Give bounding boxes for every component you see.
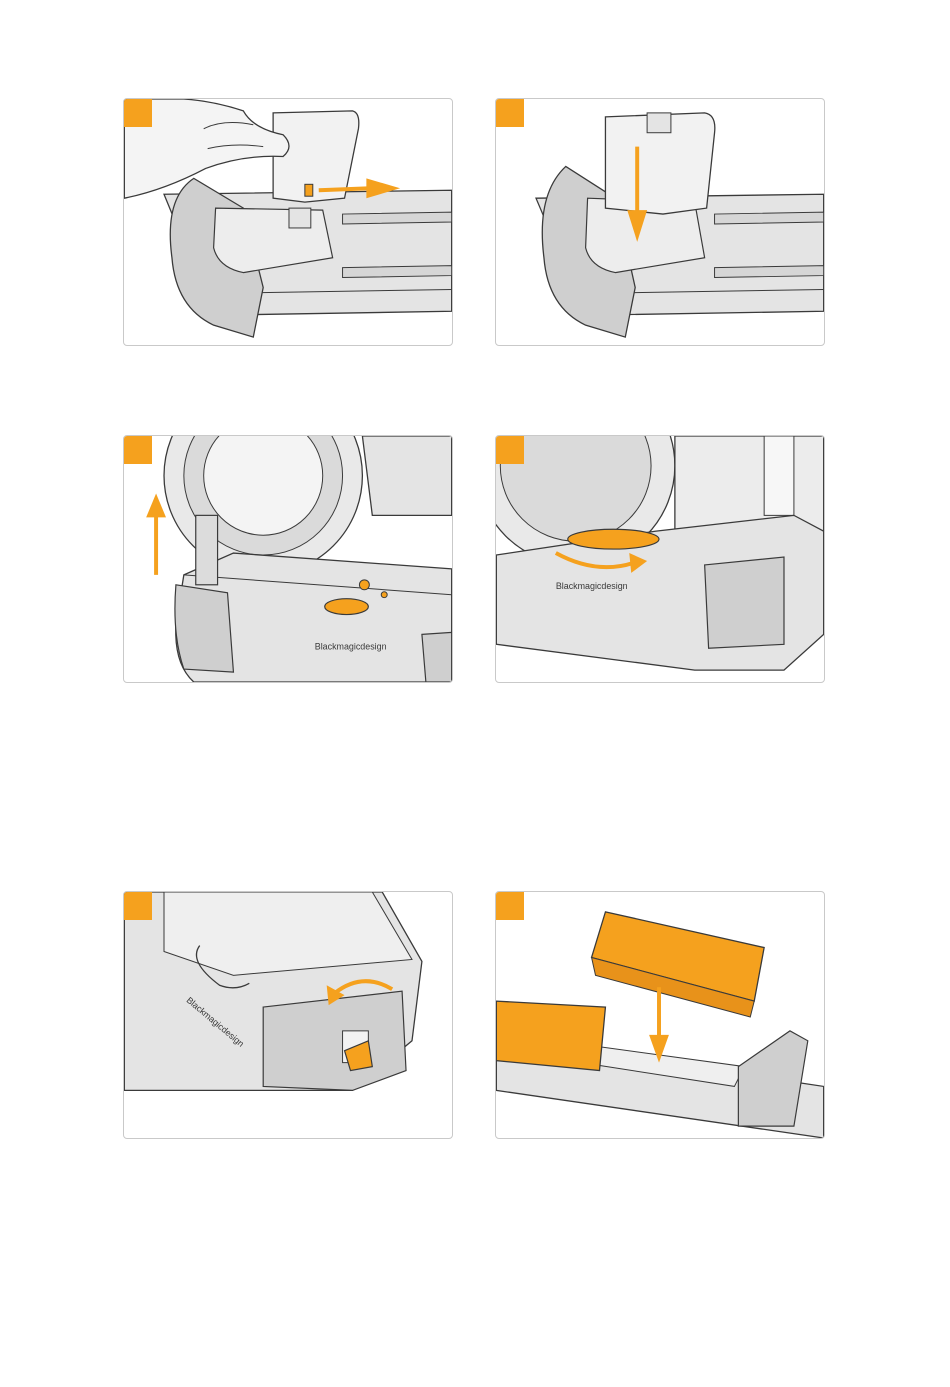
battery-insert-illustration <box>496 892 824 1138</box>
step-marker <box>124 99 152 127</box>
grip-tighten-illustration: Blackmagicdesign <box>496 436 824 682</box>
illustration-panel-3: Blackmagicdesign <box>123 435 453 683</box>
illustration-panel-1 <box>123 98 453 346</box>
brand-label: Blackmagicdesign <box>556 581 628 591</box>
step-marker <box>496 99 524 127</box>
step-marker <box>496 436 524 464</box>
illustration-panel-4: Blackmagicdesign <box>495 435 825 683</box>
illustration-panel-2 <box>495 98 825 346</box>
grip-attach-illustration: Blackmagicdesign <box>124 436 452 682</box>
battery-latch-illustration: Blackmagicdesign <box>124 892 452 1138</box>
grip-door-open-illustration <box>124 99 452 345</box>
step-marker <box>124 892 152 920</box>
step-marker <box>124 436 152 464</box>
step-marker <box>496 892 524 920</box>
grip-door-close-illustration <box>496 99 824 345</box>
illustration-panel-5: Blackmagicdesign <box>123 891 453 1139</box>
illustration-panel-6 <box>495 891 825 1139</box>
brand-label: Blackmagicdesign <box>315 641 387 651</box>
